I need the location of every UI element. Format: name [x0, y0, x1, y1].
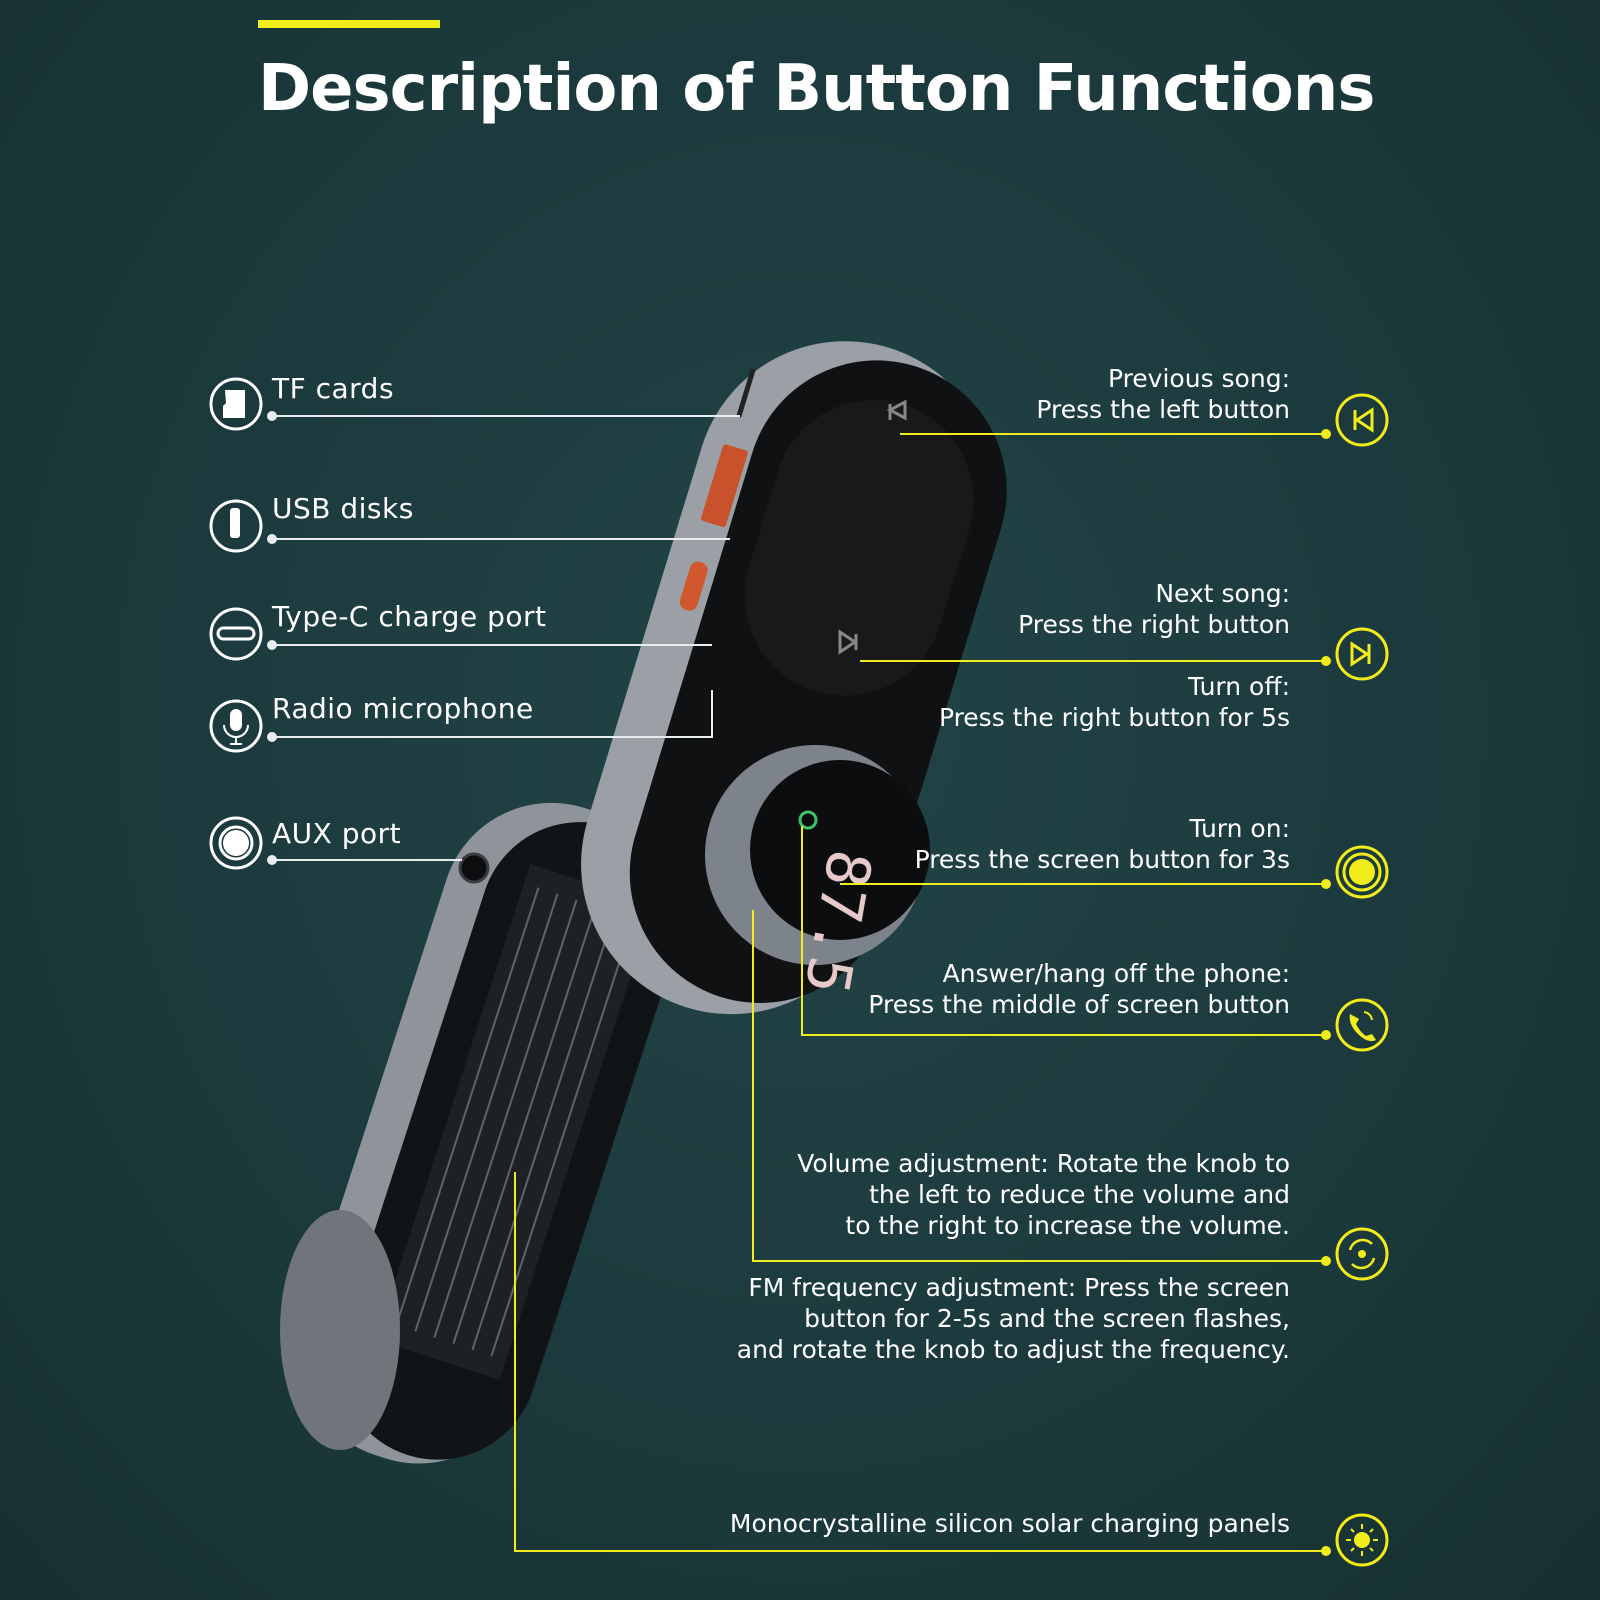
previous-track-icon[interactable] [1335, 393, 1389, 447]
phone-icon[interactable] [1335, 998, 1389, 1052]
label-type-c: Type-C charge port [272, 600, 547, 633]
microphone-icon [209, 699, 263, 753]
desc-line: Turn on: [1189, 814, 1290, 843]
sun-icon [1335, 1513, 1389, 1567]
touch-buttons-area [744, 399, 974, 696]
desc-line: Volume adjustment: Rotate the knob to [797, 1149, 1290, 1178]
type-c-port-icon [209, 607, 263, 661]
solar-panel [375, 864, 655, 1380]
desc-next-song: Next song: Press the right button [1018, 578, 1290, 640]
desc-volume: Volume adjustment: Rotate the knob to th… [797, 1148, 1290, 1241]
accent-bar [258, 20, 440, 28]
desc-line: Press the left button [1036, 395, 1290, 424]
desc-line: FM frequency adjustment: Press the scree… [748, 1273, 1290, 1302]
previous-button-glyph [886, 399, 907, 421]
next-track-icon[interactable] [1335, 627, 1389, 681]
desc-turn-on: Turn on: Press the screen button for 3s [915, 813, 1290, 875]
desc-line: Answer/hang off the phone: [942, 959, 1290, 988]
desc-line: the left to reduce the volume and [869, 1180, 1290, 1209]
usb-port [701, 444, 748, 528]
label-tf-cards: TF cards [272, 372, 395, 405]
screen-button [750, 760, 930, 940]
label-radio-mic: Radio microphone [272, 692, 534, 725]
desc-line: Press the right button for 5s [938, 703, 1290, 732]
rotate-knob-icon[interactable] [1335, 1227, 1389, 1281]
desc-line: Press the screen button for 3s [914, 845, 1290, 874]
desc-line: to the right to increase the volume. [845, 1211, 1290, 1240]
desc-line: and rotate the knob to adjust the freque… [736, 1335, 1290, 1364]
desc-line: Next song: [1155, 579, 1290, 608]
tf-card-icon [209, 377, 263, 431]
desc-fm-frequency: FM frequency adjustment: Press the scree… [737, 1272, 1290, 1365]
aux-jack [458, 852, 490, 884]
desc-line: Press the middle of screen button [868, 990, 1290, 1019]
desc-solar-panels: Monocrystalline silicon solar charging p… [730, 1508, 1290, 1539]
desc-answer-phone: Answer/hang off the phone: Press the mid… [868, 958, 1290, 1020]
desc-previous-song: Previous song: Press the left button [1036, 363, 1290, 425]
desc-line: button for 2-5s and the screen flashes, [804, 1304, 1290, 1333]
desc-turn-off: Turn off: Press the right button for 5s [939, 671, 1290, 733]
label-aux-port: AUX port [272, 817, 402, 850]
power-button-icon[interactable] [1335, 845, 1389, 899]
tf-slot [736, 368, 756, 418]
desc-line: Turn off: [1188, 672, 1290, 701]
desc-line: Press the right button [1018, 610, 1290, 639]
desc-line: Previous song: [1107, 364, 1290, 393]
page-title: Description of Button Functions [258, 52, 1375, 126]
aux-port-icon [209, 816, 263, 870]
label-usb-disks: USB disks [272, 492, 414, 525]
phone-indicator [798, 810, 818, 830]
usb-drive-icon [209, 499, 263, 553]
next-button-glyph [838, 629, 858, 655]
device-base [280, 1210, 400, 1450]
desc-line: Monocrystalline silicon solar charging p… [729, 1509, 1290, 1538]
type-c-port [679, 561, 708, 611]
right-leader-lines [514, 429, 1331, 1556]
left-leader-lines [267, 411, 740, 865]
